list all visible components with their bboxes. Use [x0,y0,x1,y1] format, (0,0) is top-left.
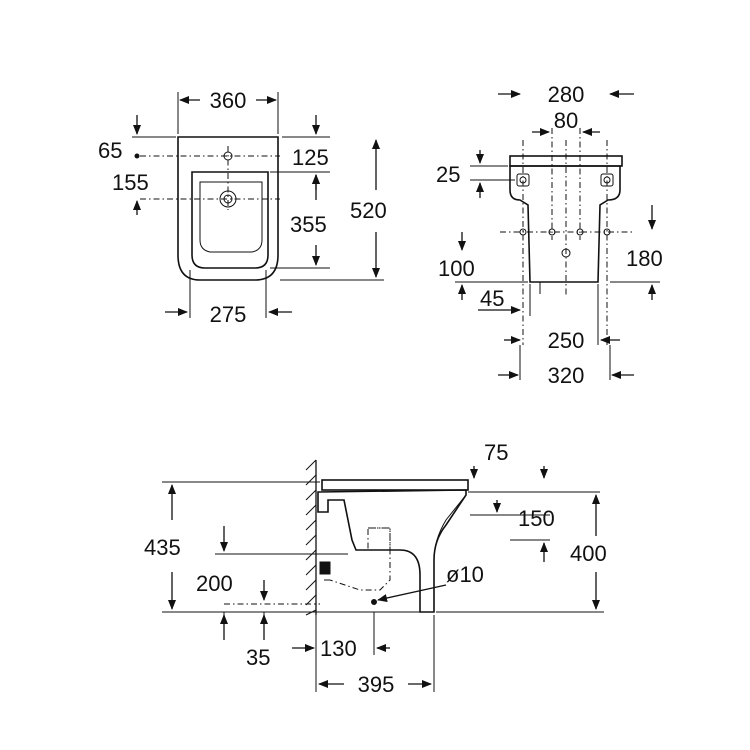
dim-520: 520 [350,198,387,223]
side-view: 75 435 200 150 400 ø10 35 [144,440,607,697]
dim-400: 400 [570,541,607,566]
dim-130: 130 [320,636,357,661]
wall-hatch [305,459,317,616]
dim-250: 250 [548,328,585,353]
rear-view: 280 80 25 100 180 45 250 [436,82,663,388]
dim-150: 150 [518,506,555,531]
dim-360: 360 [210,88,247,113]
side-view-outline [317,489,467,613]
dim-435: 435 [144,535,181,560]
dim-diameter-10: ø10 [446,562,484,587]
dim-180: 180 [626,246,663,271]
dim-65: 65 [98,138,122,163]
dim-45: 45 [480,286,504,311]
top-view-outline [177,136,279,281]
dim-75: 75 [484,440,508,465]
dim-200: 200 [196,571,233,596]
dim-100: 100 [438,256,475,281]
dim-320: 320 [548,363,585,388]
rear-view-outline [509,165,621,283]
dim-275: 275 [210,302,247,327]
dim-35: 35 [246,645,270,670]
dim-80: 80 [554,108,578,133]
dim-25: 25 [436,162,460,187]
dim-155: 155 [112,170,149,195]
dim-125: 125 [292,145,329,170]
top-view: 360 65 155 125 355 520 275 [98,88,387,327]
dim-355: 355 [290,212,327,237]
dim-395: 395 [358,672,395,697]
dim-280: 280 [548,82,585,107]
top-view-bowl [191,171,269,269]
